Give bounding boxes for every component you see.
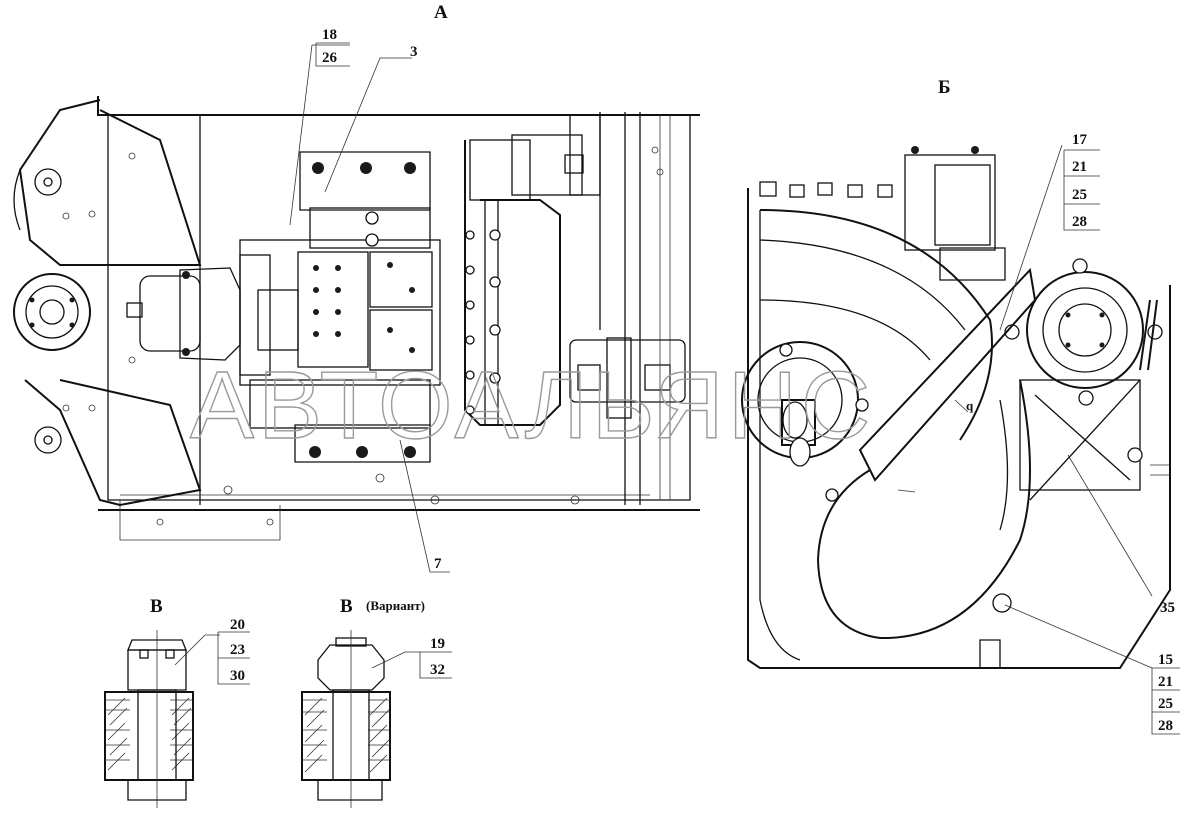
view-a-drawing <box>13 44 700 573</box>
callout-stack-17-21-25-28: 17 21 25 28 <box>1063 132 1100 231</box>
view-v-title: В <box>150 596 163 617</box>
callout-30: 30 <box>230 668 245 684</box>
view-v-variant-note: (Вариант) <box>366 598 425 613</box>
callout-15: 15 <box>1158 652 1173 668</box>
callout-26: 26 <box>322 50 338 66</box>
q-mark: q <box>966 398 974 413</box>
callout-25-top: 25 <box>1072 187 1087 203</box>
view-b-drawing <box>741 144 1171 669</box>
view-a-title: А <box>434 2 448 23</box>
callout-21-top: 21 <box>1072 159 1087 175</box>
view-v-variant-title: В <box>340 596 353 617</box>
callout-19: 19 <box>430 636 445 652</box>
callout-28-top: 28 <box>1072 214 1087 230</box>
callout-25-bottom: 25 <box>1158 696 1173 712</box>
view-v-bolt-castle-nut <box>104 630 220 808</box>
callout-32: 32 <box>430 662 445 678</box>
view-v-variant-bolt-hex-nut <box>301 630 420 808</box>
callout-3: 3 <box>410 44 418 60</box>
callout-20: 20 <box>230 617 245 633</box>
callout-21-bottom: 21 <box>1158 674 1173 690</box>
view-b-title: Б <box>938 77 951 98</box>
callout-stack-15-21-25-28: 15 21 25 28 <box>1151 652 1180 735</box>
callout-7: 7 <box>434 556 442 572</box>
callout-35: 35 <box>1160 600 1175 616</box>
callout-28-bottom: 28 <box>1158 718 1173 734</box>
callout-stack-20-23-30: 20 23 30 <box>217 617 250 685</box>
callout-18: 18 <box>322 27 337 43</box>
callout-17: 17 <box>1072 132 1088 148</box>
callout-23: 23 <box>230 642 245 658</box>
callout-stack-18-26: 18 26 <box>315 27 350 67</box>
watermark: АВТОАЛЬЯНС <box>190 352 874 459</box>
callout-stack-19-32: 19 32 <box>419 636 452 679</box>
